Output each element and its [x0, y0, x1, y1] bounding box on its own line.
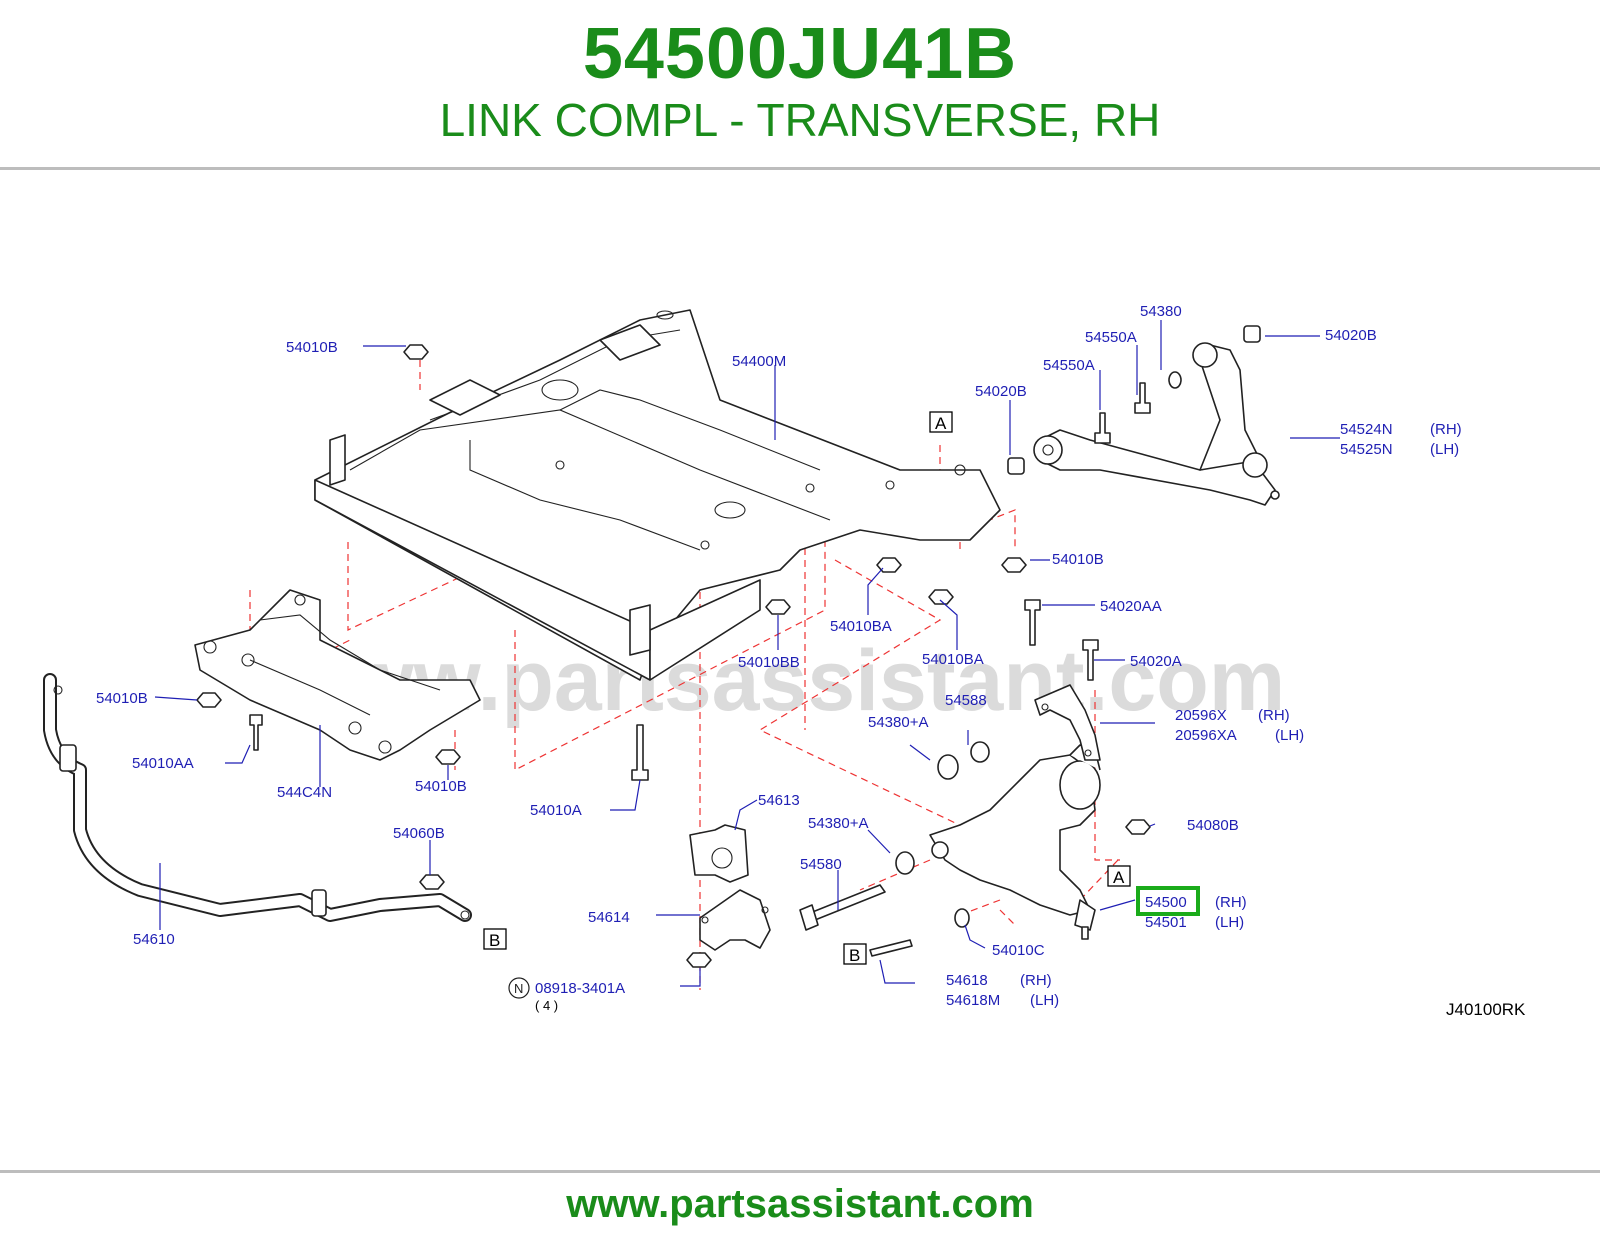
side-lh-4: (LH): [1030, 992, 1059, 1009]
side-lh-1: (LH): [1430, 441, 1459, 458]
subframe-544c4n: [194, 589, 481, 761]
crossmember-54400m: [314, 309, 1001, 681]
label-54380a-upper[interactable]: 54380+A: [868, 714, 928, 731]
label-544c4n[interactable]: 544C4N: [277, 784, 332, 801]
footer-website-url[interactable]: www.partsassistant.com: [566, 1182, 1034, 1226]
label-54080b[interactable]: 54080B: [1187, 817, 1239, 834]
part-labels[interactable]: 54010B 54400M 54380 54550A 54550A 54020B…: [96, 303, 1526, 1019]
label-54060b[interactable]: 54060B: [393, 825, 445, 842]
side-rh-4: (RH): [1020, 972, 1052, 989]
label-quantity: ( 4 ): [535, 998, 558, 1013]
label-54618[interactable]: 54618: [946, 972, 988, 989]
footer-divider: [0, 1170, 1600, 1173]
label-54500[interactable]: 54500: [1145, 894, 1187, 911]
diagram-code: J40100RK: [1446, 1000, 1526, 1019]
stabilizer-bushing-clamp: [689, 824, 771, 951]
label-54380[interactable]: 54380: [1140, 303, 1182, 320]
label-54020a[interactable]: 54020A: [1130, 653, 1182, 670]
hardware-fasteners: [196, 344, 1182, 968]
label-08918-3401a[interactable]: 08918-3401A: [535, 980, 625, 997]
label-54588[interactable]: 54588: [945, 692, 987, 709]
side-rh-1: (RH): [1430, 421, 1462, 438]
label-54010aa[interactable]: 54010AA: [132, 755, 194, 772]
label-54380a-lower[interactable]: 54380+A: [808, 815, 868, 832]
lower-link-54500: [929, 744, 1101, 940]
label-54020aa[interactable]: 54020AA: [1100, 598, 1162, 615]
selected-part-highlight: [1136, 886, 1200, 916]
label-20596x[interactable]: 20596X: [1175, 707, 1227, 724]
label-54020b-top[interactable]: 54020B: [1325, 327, 1377, 344]
label-54010b-left[interactable]: 54010B: [96, 690, 148, 707]
ref-b-left: B: [489, 931, 500, 950]
side-rh-2: (RH): [1258, 707, 1290, 724]
label-54550a-lower[interactable]: 54550A: [1043, 357, 1095, 374]
label-54010b-right[interactable]: 54010B: [1052, 551, 1104, 568]
leader-lines: [154, 320, 1340, 987]
n-mark: N: [514, 981, 523, 996]
label-54010b-top[interactable]: 54010B: [286, 339, 338, 356]
upper-link-54524n: [1007, 325, 1280, 506]
side-lh-3: (LH): [1215, 914, 1244, 931]
page-header: 54500JU41B LINK COMPL - TRANSVERSE, RH: [0, 0, 1600, 168]
ref-b-right: B: [849, 946, 860, 965]
parts-diagram: www.partsassistant.com: [43, 303, 1526, 1019]
label-54524n[interactable]: 54524N: [1340, 421, 1393, 438]
label-54010a[interactable]: 54010A: [530, 802, 582, 819]
label-54525n[interactable]: 54525N: [1340, 441, 1393, 458]
label-54010ba-2[interactable]: 54010BA: [922, 651, 984, 668]
label-54010bb[interactable]: 54010BB: [738, 654, 800, 671]
ref-a-top: A: [935, 414, 947, 433]
label-54010ba-1[interactable]: 54010BA: [830, 618, 892, 635]
side-lh-2: (LH): [1275, 727, 1304, 744]
label-54010b-mid[interactable]: 54010B: [415, 778, 467, 795]
label-54614[interactable]: 54614: [588, 909, 630, 926]
label-54618m[interactable]: 54618M: [946, 992, 1000, 1009]
label-20596xa[interactable]: 20596XA: [1175, 727, 1237, 744]
bracket-20596x: [1034, 684, 1101, 761]
stabilizer-bar-54610: [43, 673, 472, 922]
ref-a-bottom: A: [1113, 868, 1125, 887]
label-54020b-left[interactable]: 54020B: [975, 383, 1027, 400]
label-54580[interactable]: 54580: [800, 856, 842, 873]
label-54610[interactable]: 54610: [133, 931, 175, 948]
part-number-title: 54500JU41B: [582, 14, 1018, 94]
part-description: LINK COMPL - TRANSVERSE, RH: [439, 94, 1161, 146]
reference-markers: A A B B: [483, 411, 1131, 965]
side-rh-3: (RH): [1215, 894, 1247, 911]
n-mark-circle: [508, 977, 530, 999]
header-divider: [0, 167, 1600, 170]
label-54613[interactable]: 54613: [758, 792, 800, 809]
label-54501[interactable]: 54501: [1145, 914, 1187, 931]
label-54010c[interactable]: 54010C: [992, 942, 1045, 959]
label-54400m[interactable]: 54400M: [732, 353, 786, 370]
label-54550a-upper[interactable]: 54550A: [1085, 329, 1137, 346]
